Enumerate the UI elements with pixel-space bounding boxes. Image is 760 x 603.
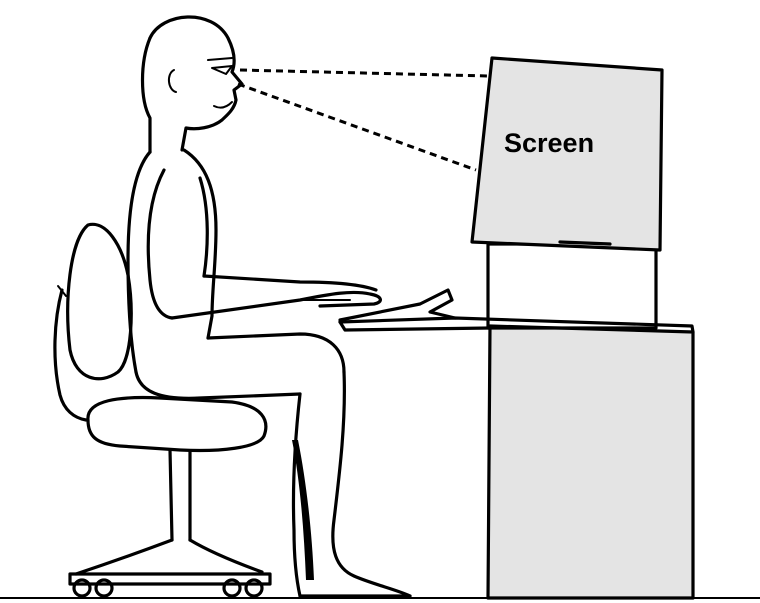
person-thigh-upper: [208, 334, 344, 372]
office-chair: [55, 224, 270, 596]
person-upper-arm: [148, 170, 172, 318]
chair-seat: [88, 398, 266, 451]
person-forearm-top: [204, 276, 376, 290]
screen-bottom-lip: [560, 242, 610, 244]
person-back-of-head: [143, 38, 151, 152]
screen-monitor: Screen: [472, 58, 662, 250]
desk: [340, 318, 693, 598]
person-mouth: [214, 102, 232, 108]
person-brow: [208, 58, 232, 60]
person-upper-arm-front: [200, 178, 207, 276]
person-calf: [293, 394, 300, 596]
screen-label: Screen: [504, 128, 594, 158]
person-shin-front: [333, 372, 410, 596]
chair-leg-left: [76, 540, 172, 574]
person-back: [128, 152, 150, 372]
person-thigh-lower: [136, 372, 300, 398]
chair-backrest: [68, 224, 131, 378]
chair-leg-right: [190, 540, 262, 572]
monitor-stand: [488, 244, 656, 328]
desk-front-edge: [340, 322, 490, 330]
person-head: [150, 17, 242, 150]
sight-line-upper: [240, 70, 488, 76]
chair-column-left: [170, 450, 172, 540]
desk-pedestal: [488, 326, 693, 598]
sight-lines: [238, 70, 488, 170]
monitor-base-box: [488, 244, 656, 328]
person-forearm: [172, 292, 380, 318]
person-eye: [212, 66, 232, 74]
person-ear: [169, 70, 176, 92]
sight-line-lower: [238, 84, 476, 170]
